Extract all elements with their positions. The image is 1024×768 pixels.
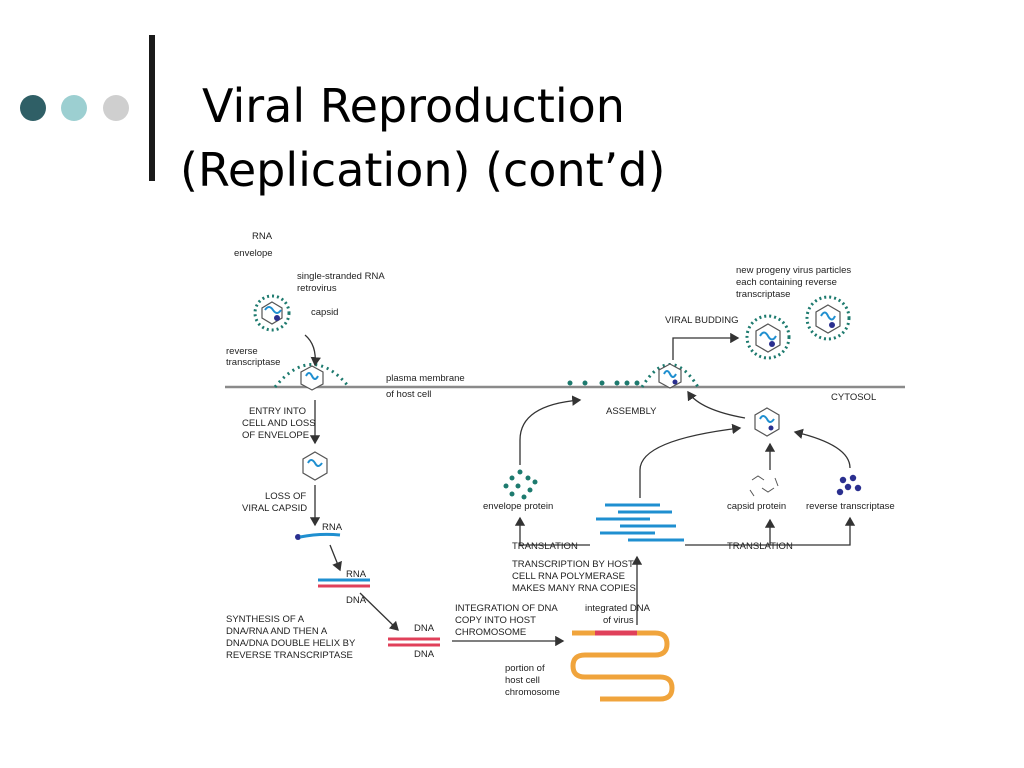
bullet-dot-2 <box>61 95 87 121</box>
membrane-spikes <box>567 380 640 386</box>
capsid-protein-fragments <box>749 475 779 497</box>
title-line-2: (Replication) (cont’d) <box>180 143 666 197</box>
label-portion-3: chromosome <box>505 687 560 698</box>
label-transcription-3: MAKES MANY RNA COPIES <box>512 583 636 594</box>
label-ss-rna-1: single-stranded RNA <box>297 271 385 282</box>
retrovirus-particle <box>253 294 291 332</box>
label-portion-2: host cell <box>505 675 540 686</box>
label-capsid-protein: capsid protein <box>727 501 786 512</box>
label-reverse-2: transcriptase <box>226 357 280 368</box>
rna-copies <box>596 503 684 542</box>
label-assembly: ASSEMBLY <box>606 406 657 417</box>
label-ss-rna-2: retrovirus <box>297 283 337 294</box>
label-synth-3: DNA/DNA DOUBLE HELIX BY <box>226 638 356 649</box>
label-entry-1: ENTRY INTO <box>249 406 306 417</box>
label-viral-budding: VIRAL BUDDING <box>665 315 739 326</box>
page-title: Viral Reproduction (Replication) (cont’d… <box>180 74 880 202</box>
viral-rna-strand <box>295 532 341 540</box>
label-synth-1: SYNTHESIS OF A <box>226 614 305 625</box>
bullet-dot-3 <box>103 95 129 121</box>
label-dna-a: DNA <box>414 623 435 634</box>
title-divider <box>149 35 155 181</box>
label-rna-top: RNA <box>252 231 273 242</box>
reverse-transcriptase-dots <box>836 474 862 496</box>
progeny-virus-1 <box>745 314 791 360</box>
budding-virus <box>640 363 700 389</box>
label-rna-mid: RNA <box>322 522 343 533</box>
progeny-virus-2 <box>805 295 851 341</box>
virus-entering-membrane <box>273 363 351 391</box>
label-transcription-2: CELL RNA POLYMERASE <box>512 571 625 582</box>
title-line-1: Viral Reproduction <box>202 79 625 133</box>
label-translation-right: TRANSLATION <box>727 541 793 552</box>
label-integration-1: INTEGRATION OF DNA <box>455 603 558 614</box>
label-plasma-2: of host cell <box>386 389 431 400</box>
label-entry-3: OF ENVELOPE <box>242 430 309 441</box>
label-dna-b: DNA <box>414 649 435 660</box>
label-integration-2: COPY INTO HOST <box>455 615 536 626</box>
label-capsid: capsid <box>311 307 338 318</box>
label-translation-left: TRANSLATION <box>512 541 578 552</box>
label-integrated-2: of virus <box>603 615 634 626</box>
label-integrated-1: integrated DNA <box>585 603 651 614</box>
capsid-in-cytosol <box>302 451 328 481</box>
label-portion-1: portion of <box>505 663 545 674</box>
label-integration-3: CHROMOSOME <box>455 627 526 638</box>
label-synth-2: DNA/RNA AND THEN A <box>226 626 328 637</box>
bullet-dot-1 <box>20 95 46 121</box>
label-reverse-1: reverse <box>226 346 258 357</box>
label-envelope: envelope <box>234 248 273 259</box>
envelope-protein-cluster <box>503 469 538 500</box>
assembled-capsid <box>754 407 780 437</box>
label-loss-2: VIRAL CAPSID <box>242 503 307 514</box>
label-transcription-1: TRANSCRIPTION BY HOST <box>512 559 634 570</box>
label-progeny-1: new progeny virus particles <box>736 265 851 276</box>
label-reverse-transcriptase: reverse transcriptase <box>806 501 895 512</box>
label-entry-2: CELL AND LOSS <box>242 418 316 429</box>
label-loss-1: LOSS OF <box>265 491 306 502</box>
label-synth-4: REVERSE TRANSCRIPTASE <box>226 650 353 661</box>
host-chromosome <box>570 630 675 702</box>
label-progeny-2: each containing reverse <box>736 277 837 288</box>
label-dna-low: DNA <box>346 595 367 606</box>
label-cytosol: CYTOSOL <box>831 392 876 403</box>
label-progeny-3: transcriptase <box>736 289 790 300</box>
label-plasma-1: plasma membrane <box>386 373 465 384</box>
label-envelope-protein: envelope protein <box>483 501 553 512</box>
label-rna-low: RNA <box>346 569 367 580</box>
